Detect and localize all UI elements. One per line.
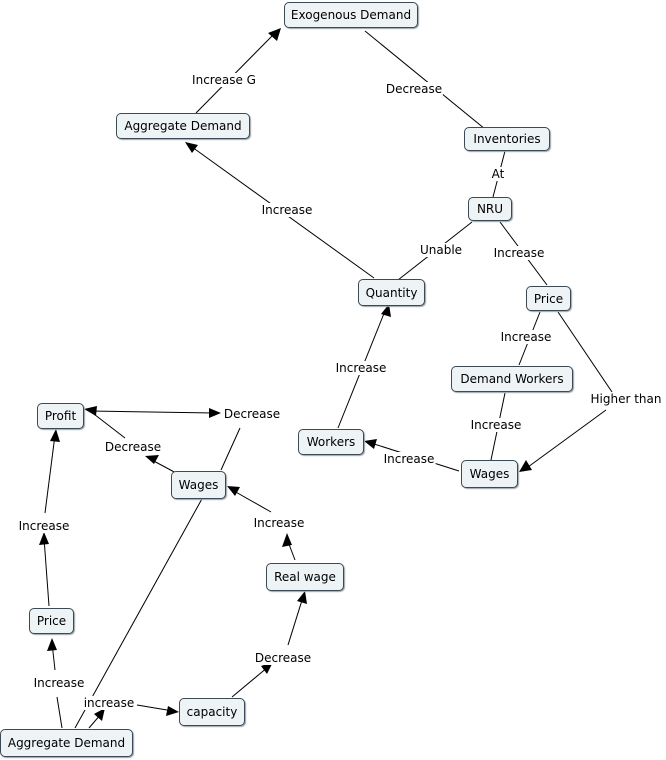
edge-label: Increase [334, 361, 388, 375]
edge-label: Increase [492, 246, 546, 260]
arrowhead [166, 706, 179, 716]
edge-label: Decrease [384, 82, 444, 96]
node-nru[interactable]: NRU [468, 197, 512, 221]
edge-line [89, 410, 215, 414]
arrowhead [364, 439, 377, 449]
node-demand-workers[interactable]: Demand Workers [451, 366, 573, 392]
edge-label: Higher than [589, 392, 663, 406]
node-wages-right[interactable]: Wages [461, 460, 518, 488]
edge-label: Increase [17, 519, 71, 533]
edge-label: At [490, 167, 506, 181]
node-workers[interactable]: Workers [298, 429, 364, 455]
edge-label: Increase [382, 452, 436, 466]
arrowhead [381, 304, 391, 317]
edge-label: Decrease [222, 407, 282, 421]
arrowhead [282, 533, 292, 547]
node-price-left[interactable]: Price [29, 608, 74, 634]
edge-line [287, 596, 304, 646]
edge-label: Increase [260, 203, 314, 217]
arrowhead [268, 28, 281, 41]
node-exogenous-demand[interactable]: Exogenous Demand [284, 2, 418, 28]
node-quantity[interactable]: Quantity [358, 279, 425, 306]
edge-line [220, 427, 241, 471]
edge-line [557, 311, 613, 393]
edge-label: Increase [32, 676, 86, 690]
edge-label: Increase [469, 418, 523, 432]
edge-line [56, 696, 63, 729]
edge-label: Increase G [191, 73, 257, 87]
arrowhead [185, 142, 198, 153]
node-inventories[interactable]: Inventories [464, 127, 550, 151]
edge-line [364, 30, 486, 130]
arrowhead [297, 591, 307, 604]
node-aggregate-demand-bottom[interactable]: Aggregate Demand [0, 729, 133, 757]
edge-label: Increase [252, 516, 306, 530]
edge-label: Decrease [103, 440, 163, 454]
edge-line [527, 409, 607, 468]
edge-line [233, 490, 272, 513]
arrowhead [261, 662, 273, 674]
arrowhead [94, 708, 105, 721]
node-capacity[interactable]: capacity [179, 698, 245, 726]
node-real-wage[interactable]: Real wage [266, 563, 344, 591]
arrowhead [145, 455, 159, 464]
edge-line [231, 666, 269, 698]
edge-line [136, 704, 174, 712]
arrowhead [519, 460, 532, 472]
node-wages-left[interactable]: Wages [171, 471, 226, 499]
arrowhead [50, 429, 60, 442]
arrowhead [227, 486, 240, 496]
edge-label: Decrease [253, 651, 313, 665]
edge-label: Unable [418, 243, 464, 257]
edge-line [74, 496, 204, 729]
arrowhead [47, 638, 57, 651]
node-aggregate-demand-top[interactable]: Aggregate Demand [116, 113, 250, 139]
node-profit[interactable]: Profit [37, 403, 84, 429]
edge-label: Increase [499, 330, 553, 344]
arrowhead [209, 408, 221, 418]
edge-line [44, 434, 56, 514]
edge-line [43, 537, 50, 607]
arrowhead [39, 532, 49, 545]
node-price-right[interactable]: Price [526, 286, 571, 311]
arrowhead [84, 406, 97, 416]
edge-label: increase [82, 696, 136, 710]
